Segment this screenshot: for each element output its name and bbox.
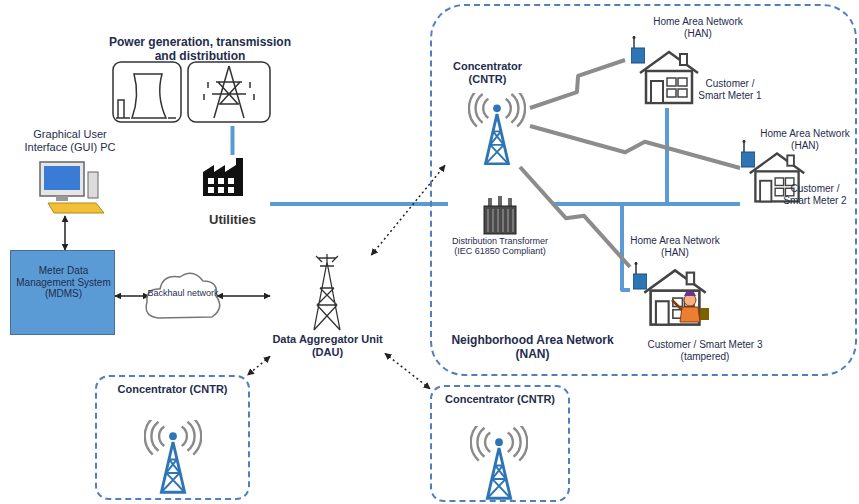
mdms-box: Meter Data Management System (MDMS) (10, 250, 115, 335)
node-label: Distribution Transformer (IEC 61850 Comp… (448, 236, 552, 257)
home-area-network: Home Area Network (HAN) Customer / Smart … (630, 235, 780, 367)
node-label: Customer / Smart Meter 1 (695, 78, 765, 101)
data-link (371, 165, 445, 255)
wireless-link (530, 60, 625, 108)
node-label: Home Area Network (HAN) (758, 128, 852, 151)
data-link (64, 216, 66, 250)
node-label: Neighborhood Area Network (NAN) (440, 334, 625, 362)
nan-region: Neighborhood Area Network (NAN) Concentra… (430, 4, 857, 376)
node-label: Concentrator (CNTR) (97, 383, 248, 396)
gui-pc: Graphical User Interface (GUI) PC (15, 128, 125, 216)
data-aggregator: Data Aggregator Unit (DAU) (270, 255, 385, 362)
data-link (217, 295, 270, 297)
data-link (115, 295, 149, 297)
concentrator-group: Concentrator (CNTR) (95, 375, 250, 500)
node-label: Backhaul network (146, 288, 220, 298)
node-label: Meter Data Management System (MDMS) (15, 265, 112, 300)
backhaul-cloud: Backhaul network (146, 272, 220, 320)
node-label: Power generation, transmission and distr… (100, 36, 300, 64)
data-link (248, 356, 270, 375)
node-label: Customer / Smart Meter 2 (778, 183, 852, 206)
home-area-network: Home Area Network (HAN) Customer / Smart … (740, 128, 852, 209)
node-label: Data Aggregator Unit (DAU) (270, 333, 385, 358)
concentrator: Concentrator (CNTR) (445, 60, 530, 167)
node-label: Concentrator (CNTR) (432, 393, 568, 406)
generation-panel: Power generation, transmission and distr… (100, 36, 300, 126)
node-label: Concentrator (CNTR) (445, 60, 530, 85)
concentrator-group: Concentrator (CNTR) (430, 385, 570, 502)
node-label: Home Area Network (HAN) (630, 235, 720, 258)
distribution-transformer: Distribution Transformer (IEC 61850 Comp… (448, 196, 552, 274)
power-line (231, 126, 235, 155)
node-label: Customer / Smart Meter 3 (tampered) (632, 339, 778, 362)
power-line (270, 202, 448, 206)
utilities-factory: Utilities (195, 155, 270, 235)
node-label: Graphical User Interface (GUI) PC (15, 128, 125, 153)
wireless-link (530, 126, 740, 168)
data-link (385, 354, 430, 389)
node-label: Utilities (195, 213, 270, 228)
home-area-network: Home Area Network (HAN) Customer / Smart … (625, 16, 765, 108)
node-label: Home Area Network (HAN) (653, 16, 743, 39)
power-line (552, 108, 667, 204)
